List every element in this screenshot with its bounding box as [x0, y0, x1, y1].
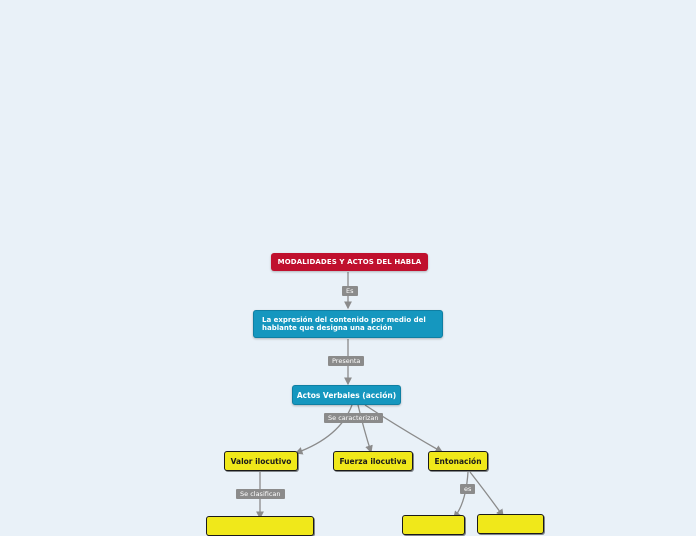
- definition-node[interactable]: La expresión del contenido por medio del…: [253, 310, 443, 338]
- link-label-es[interactable]: Es: [342, 286, 358, 296]
- link-label-clasifican[interactable]: Se clasifican: [236, 489, 285, 499]
- actos-verbales-node[interactable]: Actos Verbales (acción): [292, 385, 401, 405]
- valor-ilocutivo-node[interactable]: Valor ilocutivo: [224, 451, 298, 471]
- connector-actos-valor: [294, 404, 353, 455]
- clasificacion-child-node[interactable]: [206, 516, 314, 536]
- root-node[interactable]: MODALIDADES Y ACTOS DEL HABLA: [271, 253, 428, 271]
- link-label-caracterizan[interactable]: Se caracterizan: [324, 413, 383, 423]
- connector-entonacion-child-left: [453, 471, 469, 520]
- entonacion-node[interactable]: Entonación: [428, 451, 488, 471]
- fuerza-ilocutiva-node[interactable]: Fuerza ilocutiva: [333, 451, 413, 471]
- connector-actos-fuerza: [357, 404, 373, 454]
- mind-map-canvas: MODALIDADES Y ACTOS DEL HABLA La expresi…: [206, 253, 544, 536]
- connector-entonacion-child-right: [469, 471, 504, 518]
- connector-actos-entonacion: [364, 404, 444, 453]
- link-label-presenta[interactable]: Presenta: [328, 356, 365, 366]
- entonacion-child-node-left[interactable]: [402, 515, 465, 535]
- link-label-es-lower[interactable]: es: [460, 484, 476, 494]
- entonacion-child-node-right[interactable]: [477, 514, 544, 534]
